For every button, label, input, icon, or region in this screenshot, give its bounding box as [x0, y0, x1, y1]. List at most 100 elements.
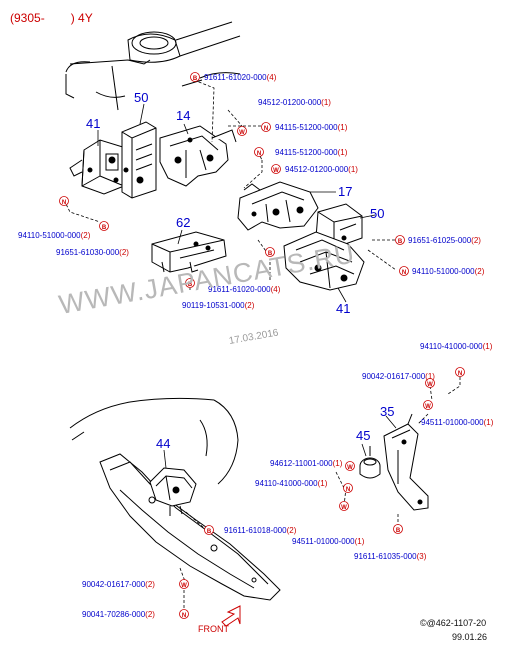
reference-callout: B 91611-61035-000(3)	[354, 524, 427, 561]
ref-qty: (1)	[484, 418, 494, 427]
ref-qty: (4)	[271, 285, 281, 294]
revision-date: 99.01.26	[452, 632, 488, 642]
part-44-mount	[149, 467, 197, 516]
item-number: 45	[356, 428, 370, 443]
reference-callout: B 90119-10531-000(2)	[182, 278, 255, 310]
ref-part-number: 91611-61020-000	[208, 285, 271, 294]
ref-part-number: 90042-01617-000	[362, 372, 426, 381]
item-number: 62	[176, 215, 190, 230]
ref-part-number: 94612-11001-000	[270, 459, 333, 468]
ref-qty: (3)	[417, 552, 427, 561]
figure-id: ©@462-1107-20	[420, 618, 487, 628]
ref-qty: (1)	[425, 372, 435, 381]
part-35-bracket	[383, 413, 429, 511]
ref-marker: W	[273, 168, 279, 174]
svg-text:94110-51000-000(2): 94110-51000-000(2)	[18, 231, 91, 240]
ref-part-number: 91611-61035-000	[354, 552, 417, 561]
ref-qty: (1)	[348, 165, 358, 174]
svg-text:94511-01000-000(1): 94511-01000-000(1)	[292, 537, 365, 546]
svg-text:94612-11001-000(1): 94612-11001-000(1)	[270, 459, 343, 468]
ref-part-number: 91651-61025-000	[408, 236, 472, 245]
svg-text:94512-01200-000(1): 94512-01200-000(1)	[285, 165, 358, 174]
ref-marker: W	[239, 130, 245, 136]
ref-part-number: 94511-01000-000	[421, 418, 484, 427]
ref-qty: (2)	[145, 610, 155, 619]
ref-qty: (1)	[318, 479, 328, 488]
reference-callout: N 94115-51200-000(1)	[254, 147, 348, 157]
svg-text:91651-61025-000(2): 91651-61025-000(2)	[408, 236, 481, 245]
ref-qty: (2)	[245, 301, 255, 310]
item-number: 44	[156, 436, 170, 451]
svg-text:94511-01000-000(1): 94511-01000-000(1)	[421, 418, 494, 427]
svg-text:94115-51200-000(1): 94115-51200-000(1)	[275, 148, 348, 157]
ref-part-number: 90042-01617-000	[82, 580, 146, 589]
ref-marker: B	[207, 529, 212, 535]
reference-callout: B 91611-61018-000(2)	[204, 525, 297, 535]
engine-outline	[65, 21, 241, 111]
item-numbers: 41 50 14 17 50 62 41 44 35 45	[86, 90, 394, 451]
ref-marker: N	[264, 126, 268, 132]
svg-text:94110-41000-000(1): 94110-41000-000(1)	[255, 479, 328, 488]
ref-qty: (1)	[483, 342, 493, 351]
reference-callout: W 94512-01200-000(1)	[237, 98, 331, 136]
reference-callouts: B 91611-61020-000(4) W 94512-01200-000(1…	[18, 72, 494, 619]
front-arrow-icon	[221, 605, 241, 627]
reference-callout: B 91651-61030-000(2)	[56, 221, 129, 257]
svg-text:91611-61020-000(4): 91611-61020-000(4)	[208, 285, 281, 294]
ref-part-number: 91611-61018-000	[224, 526, 287, 535]
part-41-mount	[69, 139, 127, 195]
reference-callout: N 94110-41000-000(1)	[420, 342, 493, 377]
ref-marker: B	[396, 528, 401, 534]
ref-qty: (1)	[355, 537, 365, 546]
part-14-bracket	[159, 125, 237, 187]
crossmember	[99, 453, 281, 601]
part-41-lower-mount	[283, 231, 365, 291]
svg-text:94110-41000-000(1): 94110-41000-000(1)	[420, 342, 493, 351]
ref-qty: (1)	[338, 148, 348, 157]
ref-qty: (1)	[321, 98, 331, 107]
reference-callout: B 91651-61025-000(2)	[395, 235, 481, 245]
reference-callout: W 94511-01000-000(1)	[421, 400, 494, 427]
reference-callout: B 91611-61020-000(4)	[190, 72, 277, 82]
svg-text:90119-10531-000(2): 90119-10531-000(2)	[182, 301, 255, 310]
header-code: (9305-	[10, 11, 45, 25]
ref-part-number: 94110-51000-000	[18, 231, 81, 240]
svg-text:94512-01200-000(1): 94512-01200-000(1)	[258, 98, 331, 107]
svg-text:91611-61020-000(4): 91611-61020-000(4)	[204, 73, 277, 82]
ref-part-number: 94110-41000-000	[420, 342, 483, 351]
ref-qty: (2)	[287, 526, 297, 535]
svg-text:94110-51000-000(2): 94110-51000-000(2)	[412, 267, 485, 276]
ref-part-number: 94511-01000-000	[292, 537, 355, 546]
ref-marker: N	[62, 200, 66, 206]
front-label: FRONT	[198, 624, 229, 634]
reference-callout: N 90041-70286-000(2)	[82, 609, 189, 619]
part-62-bracket	[151, 231, 227, 273]
ref-part-number: 94512-01200-000	[285, 165, 349, 174]
ref-marker: W	[341, 505, 347, 511]
ref-marker: N	[458, 371, 462, 377]
reference-callout: N 94110-41000-000(1)	[255, 479, 353, 493]
frame-outline	[69, 397, 239, 485]
svg-text:90042-01617-000(1): 90042-01617-000(1)	[362, 372, 435, 381]
ref-marker: N	[182, 613, 186, 619]
header-model: ) 4Y	[70, 11, 93, 25]
ref-part-number: 91611-61020-000	[204, 73, 267, 82]
header-model-code: (9305- ) 4Y	[10, 11, 93, 25]
reference-callout: N 94110-51000-000(2)	[399, 266, 485, 276]
item-number: 14	[176, 108, 190, 123]
ref-part-number: 94115-51200-000	[275, 123, 338, 132]
ref-marker: B	[193, 76, 198, 82]
ref-marker: B	[102, 225, 107, 231]
reference-callout: N 94115-51200-000(1)	[261, 122, 348, 132]
svg-text:94115-51200-000(1): 94115-51200-000(1)	[275, 123, 348, 132]
ref-part-number: 94110-51000-000	[412, 267, 475, 276]
leader-lines	[97, 103, 397, 469]
ref-marker: W	[181, 583, 187, 589]
reference-callout: W 94511-01000-000(1)	[292, 501, 365, 546]
ref-part-number: 94512-01200-000	[258, 98, 322, 107]
item-number: 35	[380, 404, 394, 419]
ref-part-number: 90119-10531-000	[182, 301, 245, 310]
ref-marker: B	[268, 251, 273, 257]
